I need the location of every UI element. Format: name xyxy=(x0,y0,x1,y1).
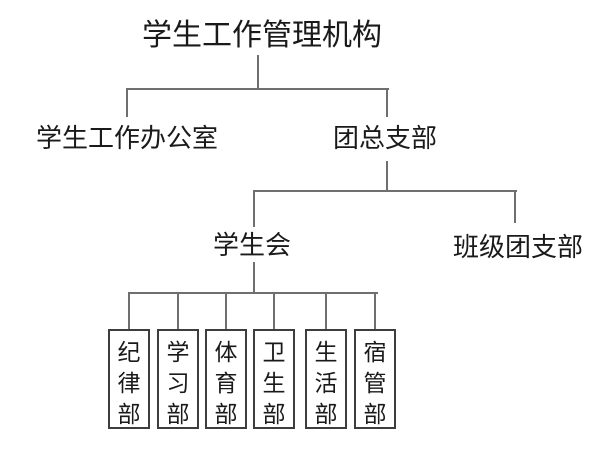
connector-league-drop xyxy=(386,88,388,117)
dept-box-discipline: 纪律部 xyxy=(108,329,150,429)
node-student-work-office: 学生工作办公室 xyxy=(35,123,219,153)
connector-student-union-down xyxy=(253,262,255,294)
dept-label: 学习部 xyxy=(166,339,190,427)
connector-class-branch-drop xyxy=(514,190,516,223)
connector-dept-drop-3 xyxy=(225,292,227,330)
connector-root-down xyxy=(257,55,259,89)
node-class-league-branch: 班级团支部 xyxy=(452,232,584,262)
node-league-general-branch: 团总支部 xyxy=(332,123,438,153)
connector-dept-drop-4 xyxy=(273,292,275,330)
dept-box-life: 生活部 xyxy=(305,329,347,429)
dept-label: 纪律部 xyxy=(117,339,141,427)
dept-label: 卫生部 xyxy=(262,339,286,427)
connector-level2-horizontal xyxy=(126,88,389,90)
dept-box-health: 卫生部 xyxy=(253,329,295,429)
dept-box-sports: 体育部 xyxy=(205,329,247,429)
connector-office-drop xyxy=(126,88,128,117)
dept-box-dorm: 宿管部 xyxy=(354,329,396,429)
dept-label: 体育部 xyxy=(214,339,238,427)
node-student-union: 学生会 xyxy=(212,230,292,260)
node-root: 学生工作管理机构 xyxy=(142,19,382,52)
connector-student-union-drop xyxy=(253,190,255,227)
dept-box-study: 学习部 xyxy=(157,329,199,429)
dept-label: 生活部 xyxy=(314,339,338,427)
connector-league-down xyxy=(386,161,388,192)
connector-departments-horizontal xyxy=(128,292,378,294)
connector-dept-drop-2 xyxy=(177,292,179,330)
connector-dept-drop-6 xyxy=(374,292,376,330)
connector-dept-drop-1 xyxy=(128,292,130,330)
connector-dept-drop-5 xyxy=(325,292,327,330)
connector-level3-horizontal xyxy=(253,190,517,192)
dept-label: 宿管部 xyxy=(363,339,387,427)
